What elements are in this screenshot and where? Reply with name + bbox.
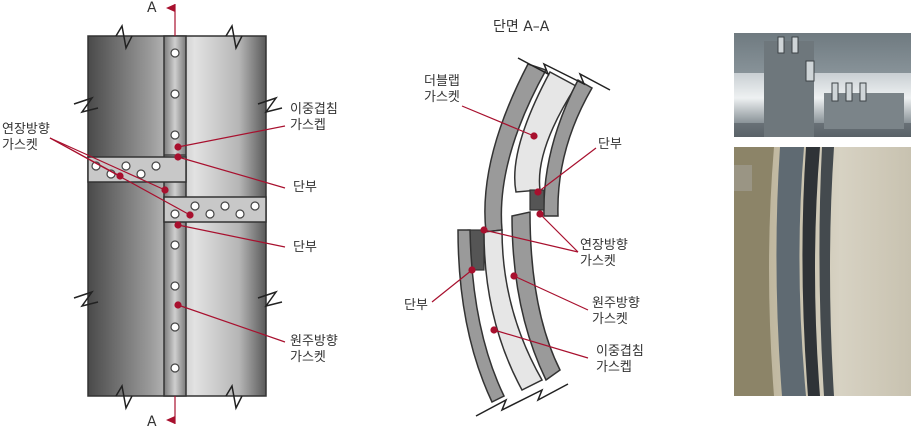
lower-left-band [457,229,505,404]
photo-top [734,33,911,137]
upper-right-band [543,78,594,217]
label-double-layer-gasket: 더블랩 가스켓 [424,74,460,105]
section-mark-top: A [147,0,157,16]
label-longitudinal-gasket: 연장방향 가스켓 [2,122,50,153]
label-end-2: 단부 [293,240,317,255]
upper-light-band [513,70,578,193]
label-end-left: 단부 [404,298,428,313]
section-marker-bottom [166,396,176,424]
label-end-right: 단부 [598,137,622,152]
lower-light-band [483,229,544,391]
leader-lines [49,125,286,343]
label-section-longitudinal-gasket: 연장방향 가스켓 [580,238,628,269]
label-section-circumferential-gasket: 원주방향 가스켓 [592,296,640,327]
label-end-1: 단부 [293,180,317,195]
section-mark-bottom: A [147,414,157,430]
pipe-diagram [49,4,286,424]
section-leader-lines [431,105,597,359]
section-marker-top [166,4,176,36]
break-marks [73,23,283,411]
label-double-overlap-gasket: 이중겹침 가스켑 [290,102,338,133]
label-section-double-overlap-gasket: 이중겹침 가스켑 [596,344,644,375]
section-title: 단면 A–A [493,19,550,35]
bolt-holes [91,48,260,373]
upper-longitudinal-strip [87,156,187,183]
photo-bottom [734,147,911,396]
section-view-diagram [431,57,611,417]
label-circumferential-gasket: 원주방향 가스켓 [290,334,338,365]
